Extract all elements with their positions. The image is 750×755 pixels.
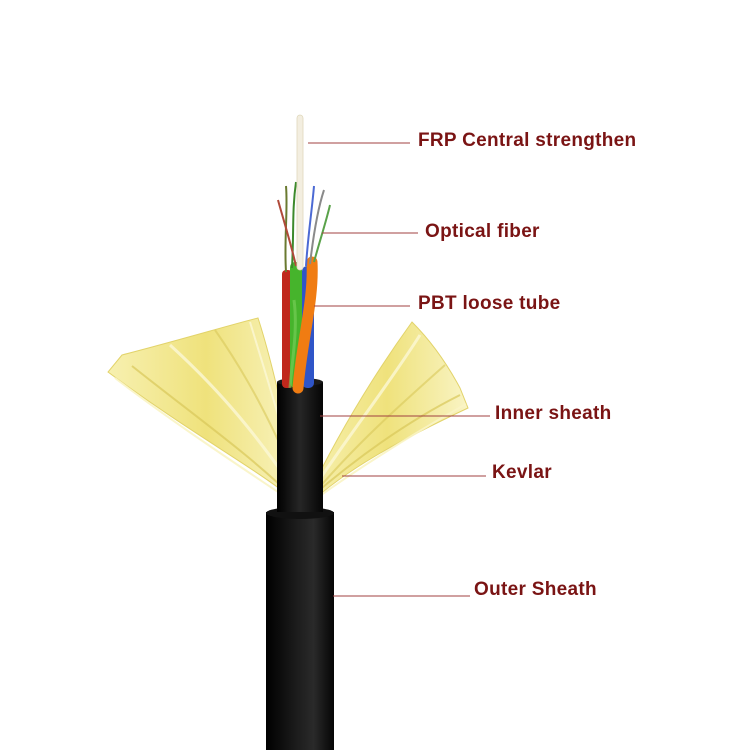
label-optical-fiber: Optical fiber — [425, 221, 540, 242]
label-inner-sheath: Inner sheath — [495, 403, 612, 424]
label-frp-central-strengthen: FRP Central strengthen — [418, 130, 637, 151]
leader-lines — [308, 142, 490, 597]
outer-sheath — [266, 507, 334, 750]
pbt-loose-tubes — [282, 256, 318, 394]
label-kevlar: Kevlar — [492, 462, 552, 483]
kevlar-right-strands — [305, 321, 469, 506]
kevlar-left-strands — [107, 317, 305, 506]
label-outer-sheath: Outer Sheath — [474, 579, 597, 600]
frp-central-rod — [296, 114, 304, 271]
optical-fibers — [277, 179, 331, 273]
inner-sheath — [277, 378, 323, 512]
label-pbt-loose-tube: PBT loose tube — [418, 293, 561, 314]
